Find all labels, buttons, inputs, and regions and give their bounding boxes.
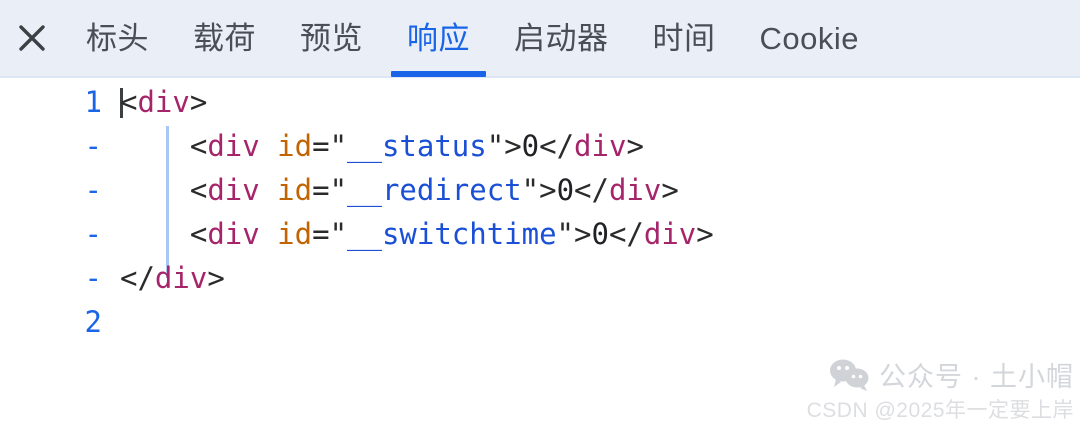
code-line[interactable]: - </div> [0,256,1080,300]
tab-payload-label: 载荷 [193,20,256,56]
line-number: - [84,129,102,163]
code-token-punct: < [189,173,208,207]
code-token-punct: > [504,129,522,163]
tab-payload[interactable]: 载荷 [171,0,278,77]
code-token-closetag: </div> [608,217,714,251]
code-token-closetag: </div> [574,173,679,207]
code-line-content[interactable]: <div id="__redirect">0</div> [120,168,679,212]
tab-preview[interactable]: 预览 [278,0,385,77]
code-token-punct: > [189,85,208,119]
line-number: 2 [84,305,102,339]
code-token-punct: > [207,261,225,295]
text-caret [120,88,123,118]
code-line-content[interactable]: <div id="__status">0</div> [120,124,644,168]
code-token-tag: div [207,217,260,251]
code-line-content[interactable]: <div> [120,80,207,124]
line-number: - [84,261,102,295]
code-line-content[interactable]: <div id="__switchtime">0</div> [120,212,714,256]
active-tab-indicator [391,71,486,77]
code-token-quote: " [329,129,348,163]
code-token-punct: > [574,217,592,251]
devtools-tab-bar: 标头 载荷 预览 响应 启动器 时间 Cookie [0,0,1080,78]
code-token-tag: div [137,85,190,119]
tab-cookie-label: Cookie [759,20,859,56]
code-token-punct: > [539,173,557,207]
code-token-attr: id [277,217,313,251]
code-token-tag: div [154,261,208,295]
tab-cookie[interactable]: Cookie [738,0,882,77]
code-token-text: 0 [556,173,575,207]
code-line-content[interactable]: </div> [120,256,225,300]
code-line[interactable]: - <div id="__redirect">0</div> [0,168,1080,212]
code-token-value: __status [347,129,487,163]
tab-timing[interactable]: 时间 [631,0,738,77]
code-token-punct: < [120,85,138,119]
line-number: - [84,217,102,251]
code-token-punct: < [189,129,208,163]
tab-initiator[interactable]: 启动器 [492,0,631,77]
code-token-value: __redirect [347,173,522,207]
code-token-tag: div [207,129,260,163]
code-indent [120,173,190,207]
line-number: - [84,173,102,207]
tab-headers[interactable]: 标头 [64,0,171,77]
close-button[interactable] [0,0,64,77]
tab-preview-label: 预览 [300,20,363,56]
code-token-punct: </ [120,261,155,295]
tab-headers-label: 标头 [86,20,149,56]
code-line[interactable]: 1 <div> [0,80,1080,124]
code-token-eq: = [312,173,330,207]
code-token-quote: " [329,173,348,207]
code-line[interactable]: - <div id="__status">0</div> [0,124,1080,168]
tab-initiator-label: 启动器 [514,20,609,56]
code-token-quote: " [329,217,348,251]
line-number: 1 [84,85,102,119]
code-token-tag: div [207,173,260,207]
code-token-eq: = [312,129,330,163]
code-token-punct: < [189,217,208,251]
indent-guide [166,126,169,278]
code-token-quote: " [556,217,575,251]
tab-response-label: 响应 [407,20,470,56]
code-token-eq: = [312,217,330,251]
close-icon [15,21,49,55]
code-token-attr: id [277,173,313,207]
response-body-viewer[interactable]: 1 <div> - <div id="__status">0</div> - <… [0,80,1080,424]
code-line[interactable]: 2 [0,300,1080,344]
code-token-text: 0 [521,129,540,163]
code-token-quote: " [521,173,540,207]
code-token-value: __switchtime [347,217,557,251]
code-indent [120,217,190,251]
tab-response[interactable]: 响应 [385,0,492,77]
code-token-attr: id [277,129,313,163]
code-line[interactable]: - <div id="__switchtime">0</div> [0,212,1080,256]
tab-timing-label: 时间 [652,20,716,56]
code-token-text: 0 [591,217,609,251]
code-token-quote: " [486,129,505,163]
code-indent [120,129,190,163]
code-token-closetag: </div> [539,129,644,163]
